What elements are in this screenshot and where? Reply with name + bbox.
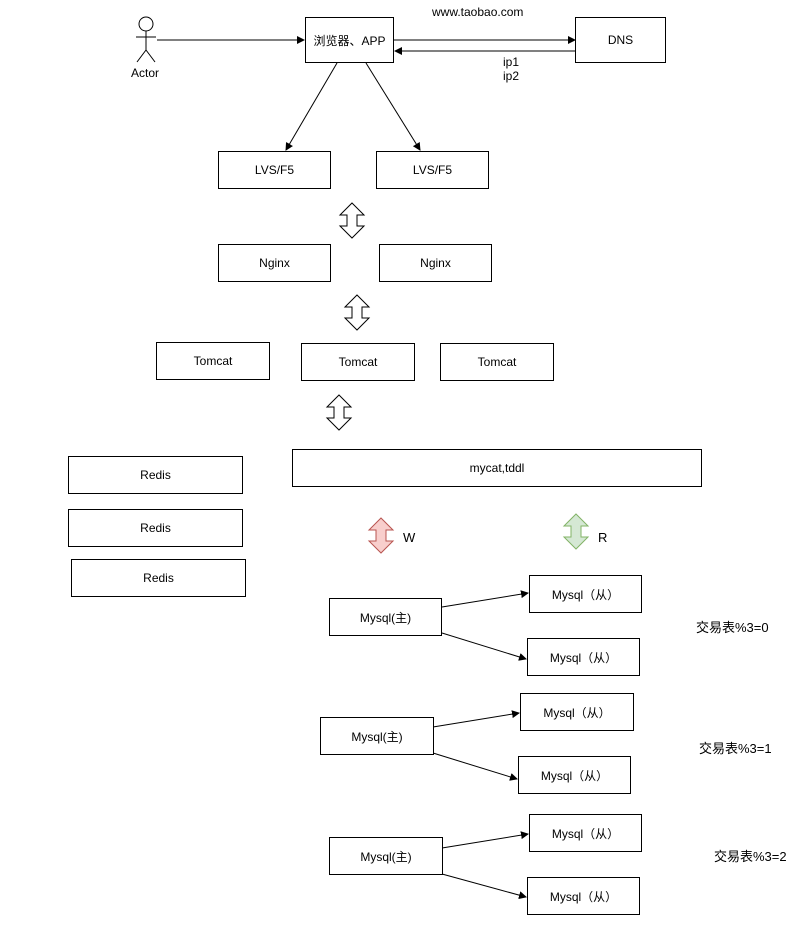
browser-to-lvs-1-arrow <box>285 62 338 151</box>
read-label: R <box>598 530 608 545</box>
lvs-node: LVS/F5 <box>376 151 489 189</box>
mysql-master-node: Mysql(主) <box>329 598 442 636</box>
redis-node: Redis <box>68 509 243 547</box>
mysql-slave-node: Mysql（从） <box>527 638 640 676</box>
mysql-master-node: Mysql(主) <box>320 717 434 755</box>
redis-node: Redis <box>71 559 246 597</box>
shard-label: 交易表%3=0 <box>696 620 769 635</box>
nginx-node: Nginx <box>218 244 331 282</box>
actor-figure <box>136 16 156 63</box>
lvs-node: LVS/F5 <box>218 151 331 189</box>
shard-label: 交易表%3=2 <box>714 849 787 864</box>
master3-to-slave2-arrow <box>441 873 527 900</box>
tomcat-mycat-double-arrow <box>325 394 353 431</box>
tomcat-node: Tomcat <box>440 343 554 381</box>
master2-to-slave1-arrow <box>432 710 520 728</box>
nginx-node: Nginx <box>379 244 492 282</box>
ip-label-2: ip2 <box>503 69 520 83</box>
dns-node: DNS <box>575 17 666 63</box>
nginx-tomcat-double-arrow <box>343 294 371 331</box>
mysql-slave-node: Mysql（从） <box>529 814 642 852</box>
url-label: www.taobao.com <box>432 5 524 19</box>
mysql-slave-node: Mysql（从） <box>518 756 631 794</box>
write-label: W <box>403 530 416 545</box>
shard-label: 交易表%3=1 <box>699 741 772 756</box>
master2-to-slave2-arrow <box>432 752 518 781</box>
master1-to-slave1-arrow <box>441 590 529 608</box>
mysql-slave-node: Mysql（从） <box>520 693 634 731</box>
ip-label-1: ip1 <box>503 55 520 69</box>
actor-label: Actor <box>131 66 160 80</box>
master1-to-slave2-arrow <box>441 632 527 661</box>
master3-to-slave1-arrow <box>441 831 529 849</box>
read-double-arrow <box>562 513 590 550</box>
write-double-arrow <box>367 517 395 554</box>
lvs-nginx-double-arrow <box>338 202 366 239</box>
mysql-slave-node: Mysql（从） <box>527 877 640 915</box>
redis-node: Redis <box>68 456 243 494</box>
tomcat-node: Tomcat <box>301 343 415 381</box>
browser-to-lvs-2-arrow <box>365 62 421 151</box>
mysql-master-node: Mysql(主) <box>329 837 443 875</box>
mycat-tddl-node: mycat,tddl <box>292 449 702 487</box>
browser-app-node: 浏览器、APP <box>305 17 394 63</box>
mysql-slave-node: Mysql（从） <box>529 575 642 613</box>
tomcat-node: Tomcat <box>156 342 270 380</box>
